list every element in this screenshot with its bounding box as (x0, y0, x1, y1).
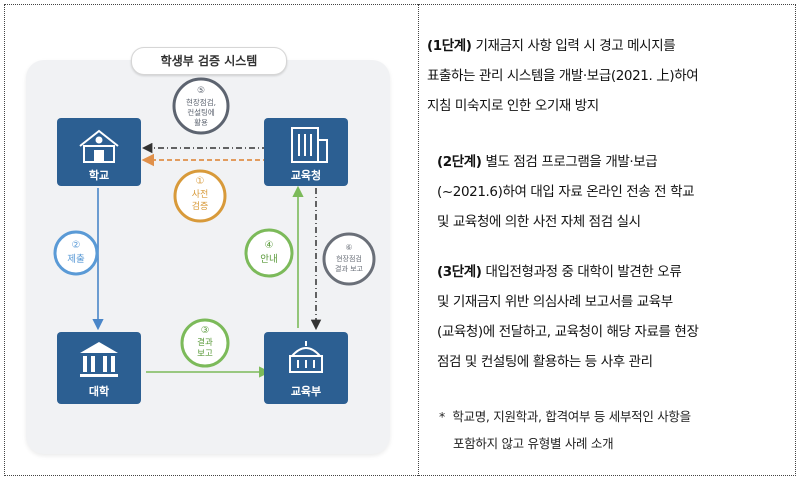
svg-text:⑤: ⑤ (197, 86, 205, 96)
svg-text:④: ④ (265, 240, 274, 251)
svg-text:③: ③ (201, 325, 210, 336)
footnote: * 학교명, 지원학과, 합격여부 등 세부적인 사항을 포함하지 않고 유형별… (439, 409, 691, 451)
circle-step1: ① 사전 검증 (173, 169, 227, 223)
diagram-title: 학생부 검증 시스템 (131, 47, 287, 75)
svg-text:검증: 검증 (192, 200, 209, 212)
node-school: 학교 (57, 118, 141, 186)
verification-diagram: 학교 교육청 대학 (53, 77, 376, 404)
step2-label: (2단계) (437, 154, 482, 170)
node-ministry-label: 교육부 (291, 385, 321, 398)
step3-label: (3단계) (437, 264, 482, 280)
svg-text:②: ② (72, 240, 81, 251)
capitol-icon (289, 341, 323, 373)
node-office-of-education: 교육청 (264, 118, 348, 186)
panel-divider (418, 4, 419, 476)
footnote-marker: * (439, 409, 445, 424)
node-university-label: 대학 (89, 384, 109, 398)
step3-text: (3단계) 대입전형과정 중 대학이 발견한 오류 및 기재금지 위반 의심사례… (437, 264, 699, 370)
circle-step6: ⑥ 현장점검 결과 보고 (322, 232, 376, 286)
circle-step2: ② 제출 (53, 230, 99, 276)
svg-text:컨설팅에: 컨설팅에 (187, 107, 215, 117)
node-ministry: 교육부 (264, 332, 348, 404)
svg-text:현장점검: 현장점검 (336, 254, 362, 263)
node-university: 대학 (57, 332, 141, 404)
university-icon (80, 342, 118, 377)
svg-text:현장점검,: 현장점검, (186, 97, 216, 107)
svg-text:결과 보고: 결과 보고 (335, 264, 364, 273)
circle-step5: ⑤ 현장점검, 컨설팅에 활용 (172, 77, 230, 135)
node-school-label: 학교 (89, 168, 109, 182)
svg-text:사전: 사전 (192, 189, 209, 200)
svg-text:안내: 안내 (260, 254, 277, 265)
building-icon (291, 127, 328, 163)
svg-text:①: ① (196, 176, 205, 187)
circle-step3: ③ 결과 보고 (180, 318, 230, 368)
outer-frame (4, 4, 796, 476)
svg-text:⑥: ⑥ (345, 243, 352, 252)
svg-text:보고: 보고 (197, 349, 213, 359)
step1-label: (1단계) (427, 38, 472, 54)
svg-text:결과: 결과 (197, 337, 213, 348)
step1-text: (1단계) 기재금지 사항 입력 시 경고 메시지를 표출하는 관리 시스템을 … (427, 38, 699, 114)
circle-step4: ④ 안내 (244, 228, 294, 278)
school-icon (79, 129, 119, 163)
svg-text:활용: 활용 (194, 117, 208, 127)
node-office-label: 교육청 (291, 168, 321, 182)
svg-text:제출: 제출 (67, 254, 85, 265)
description-panel: (1단계) 기재금지 사항 입력 시 경고 메시지를 표출하는 관리 시스템을 … (419, 4, 796, 476)
step2-text: (2단계) 별도 점검 프로그램을 개발‧보급 (~2021.6)하여 대입 자… (437, 154, 695, 230)
